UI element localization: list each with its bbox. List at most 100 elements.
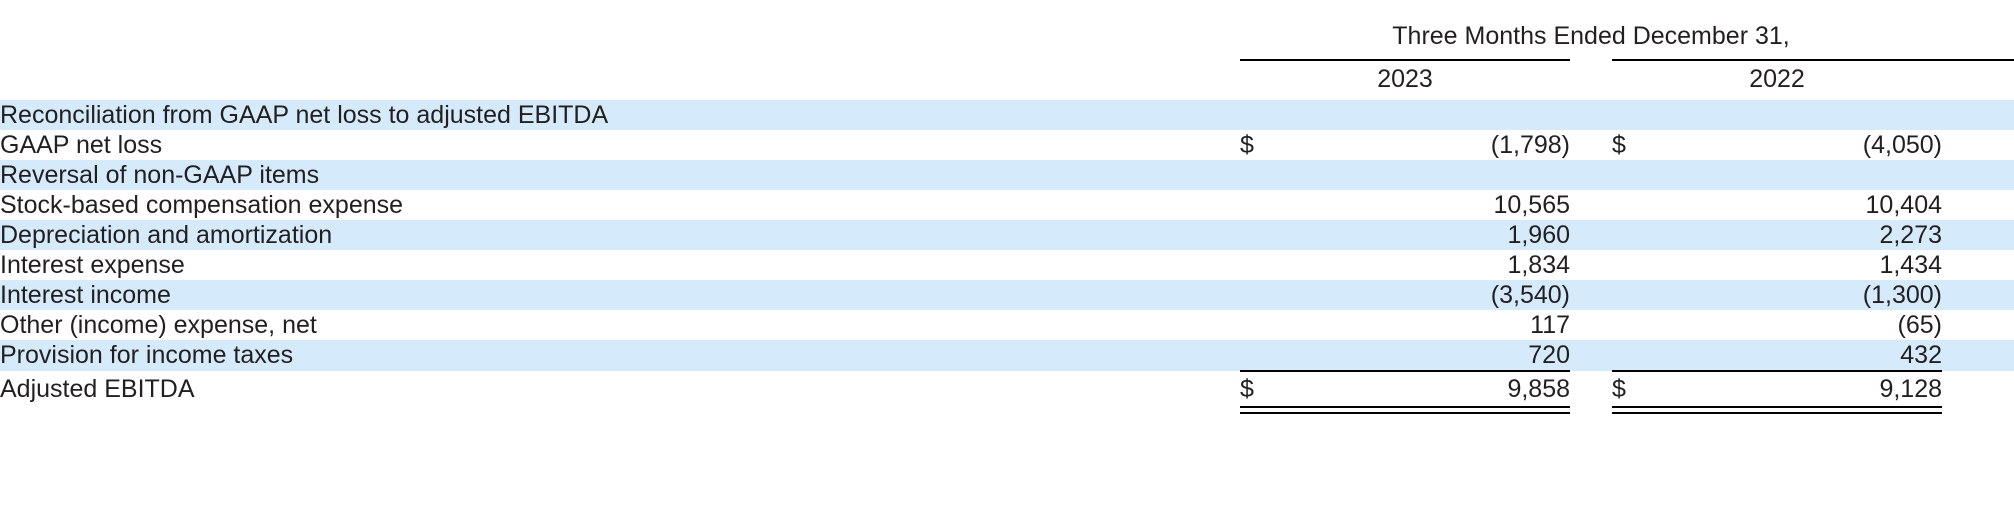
value-2022 (1692, 160, 1942, 190)
value-2023: 720 (1320, 340, 1570, 371)
currency-symbol-2023 (1240, 160, 1320, 190)
currency-symbol-2023 (1240, 280, 1320, 310)
double-rule-2022-cur (1612, 406, 1692, 414)
currency-symbol-2023 (1240, 250, 1320, 280)
row-label: Other (income) expense, net (0, 310, 317, 339)
header-period-row: Three Months Ended December 31, (0, 22, 2014, 58)
row-right-pad (1942, 190, 2014, 220)
column-gap (1570, 280, 1612, 310)
header-rule-2023 (1240, 58, 1570, 61)
table-row-total: Adjusted EBITDA$9,858$9,128 (0, 370, 2014, 407)
header-top-spacer (0, 0, 2014, 22)
row-right-pad (1942, 280, 2014, 310)
year-gap (1570, 60, 1612, 100)
column-gap (1570, 310, 1612, 340)
double-rule-pad (1942, 407, 2014, 413)
currency-symbol-2022 (1612, 250, 1692, 280)
column-gap (1570, 371, 1612, 407)
currency-symbol-2022 (1612, 190, 1692, 220)
value-2023: (1,798) (1490, 130, 1570, 159)
column-header-year-2022: 2022 (1749, 65, 1805, 93)
row-label: Depreciation and amortization (0, 220, 1240, 250)
double-rule-2022-val (1692, 406, 1942, 414)
row-right-pad (1942, 250, 2014, 280)
currency-symbol-2022: $ (1612, 130, 1626, 159)
row-label: Adjusted EBITDA (0, 374, 195, 403)
currency-symbol-2022 (1612, 100, 1692, 130)
currency-symbol-2023 (1240, 310, 1320, 340)
currency-symbol-2022 (1612, 160, 1692, 190)
value-2023: (3,540) (1320, 280, 1570, 310)
double-rule-label-pad (0, 407, 1240, 413)
column-gap (1570, 160, 1612, 190)
row-label: GAAP net loss (0, 130, 163, 159)
row-label: Provision for income taxes (0, 340, 1240, 371)
column-header-year-2023: 2023 (1377, 65, 1433, 93)
spacer-cell (0, 0, 1240, 22)
table-row: Reconciliation from GAAP net loss to adj… (0, 100, 2014, 130)
table-row: Reversal of non-GAAP items (0, 160, 2014, 190)
currency-symbol-2023 (1240, 220, 1320, 250)
currency-symbol-2022 (1612, 220, 1692, 250)
row-label: Interest expense (0, 250, 185, 279)
header-rule-2022 (1612, 58, 2014, 61)
table-row: GAAP net loss $ (1,798) $ (4,050) (0, 130, 2014, 160)
currency-symbol-2022 (1612, 280, 1692, 310)
table-row: Stock-based compensation expense 10,565 10… (0, 190, 2014, 220)
table-body: Reconciliation from GAAP net loss to adj… (0, 100, 2014, 414)
row-right-pad (1942, 100, 2014, 130)
value-2022: (65) (1897, 310, 1942, 339)
header-empty-pad (1942, 22, 2014, 58)
currency-symbol-2023: $ (1240, 370, 1320, 407)
currency-symbol-2023 (1240, 100, 1320, 130)
column-gap (1570, 220, 1612, 250)
table-row: Provision for income taxes 720 432 (0, 340, 2014, 371)
row-right-pad (1942, 130, 2014, 160)
value-2023: 9,858 (1320, 370, 1570, 407)
value-2022: 432 (1692, 340, 1942, 371)
currency-symbol-2022 (1612, 310, 1692, 340)
currency-symbol-2023: $ (1240, 130, 1254, 159)
value-2022 (1692, 100, 1942, 130)
double-rule-2023-cur (1240, 406, 1320, 414)
row-right-pad (1942, 371, 2014, 407)
row-label: Stock-based compensation expense (0, 190, 404, 219)
double-rule-2023-val (1320, 406, 1570, 414)
table-header: Three Months Ended December 31, 2023 202… (0, 0, 2014, 100)
table-row: Depreciation and amortization 1,960 2,273 (0, 220, 2014, 250)
row-label: Reversal of non-GAAP items (0, 160, 1240, 190)
value-2022: 9,128 (1692, 370, 1942, 407)
value-2022: 10,404 (1865, 190, 1942, 219)
value-2022: (1,300) (1692, 280, 1942, 310)
column-gap (1570, 130, 1612, 160)
currency-symbol-2022 (1612, 340, 1692, 371)
value-2023: 117 (1530, 310, 1570, 339)
row-right-pad (1942, 340, 2014, 371)
table-row: Other (income) expense, net 117 (65) (0, 310, 2014, 340)
header-year-row: 2023 2022 (0, 60, 2014, 100)
year-pad (1942, 60, 2014, 100)
column-gap (1570, 100, 1612, 130)
row-right-pad (1942, 160, 2014, 190)
value-2022: 2,273 (1692, 220, 1942, 250)
total-double-rule (0, 406, 2014, 414)
column-gap (1570, 250, 1612, 280)
table-row: Interest income (3,540) (1,300) (0, 280, 2014, 310)
column-group-header-period: Three Months Ended December 31, (1392, 22, 1790, 50)
row-label: Interest income (0, 280, 1240, 310)
value-2022: (4,050) (1862, 130, 1942, 159)
value-2023: 1,960 (1320, 220, 1570, 250)
row-right-pad (1942, 310, 2014, 340)
row-label: Reconciliation from GAAP net loss to adj… (0, 100, 1240, 130)
currency-symbol-2023 (1240, 190, 1320, 220)
header-rule-row (0, 58, 2014, 61)
adjusted-ebitda-reconciliation-table: Three Months Ended December 31, 2023 202… (0, 0, 2014, 414)
column-gap (1570, 190, 1612, 220)
currency-symbol-2023 (1240, 340, 1320, 371)
column-gap (1570, 340, 1612, 371)
year-empty-label (0, 60, 1240, 100)
value-2023: 10,565 (1493, 190, 1570, 219)
value-2023 (1320, 100, 1570, 130)
